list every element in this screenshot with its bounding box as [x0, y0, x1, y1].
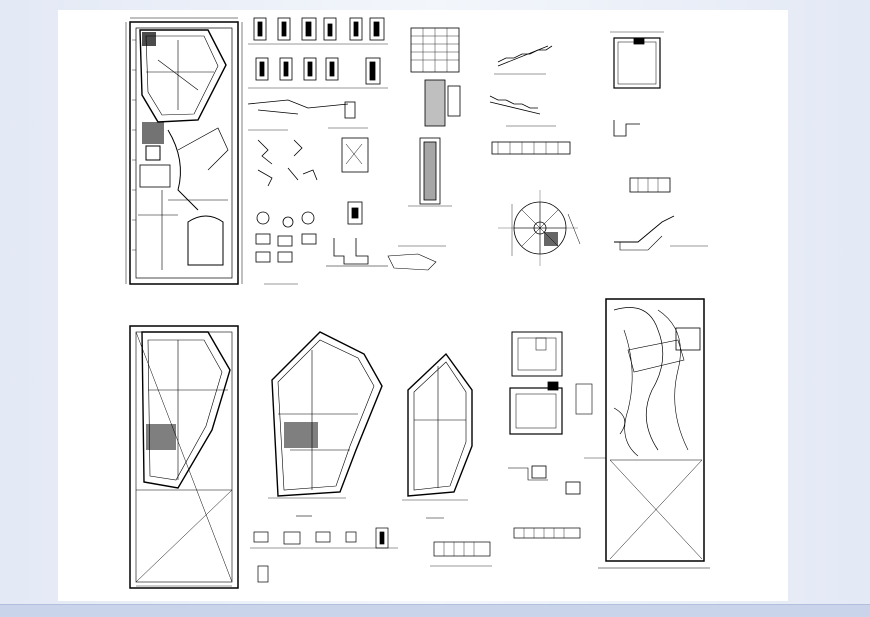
site-plan — [584, 298, 710, 569]
first-floor-plan — [129, 325, 239, 589]
cad-drawing — [125, 17, 710, 589]
tank-plans — [508, 331, 593, 495]
stair-sections — [489, 45, 571, 155]
cad-drawing-sheet — [58, 10, 788, 601]
column-elevation — [408, 137, 452, 207]
footing-details — [248, 17, 461, 127]
room-detail — [610, 31, 708, 251]
third-floor-plan — [402, 352, 473, 519]
beam-details — [247, 99, 446, 285]
ground-floor-plan — [125, 17, 243, 285]
viewer-bottom-bar — [0, 604, 870, 617]
bottom-details — [250, 527, 581, 583]
second-floor-plan — [268, 331, 383, 517]
spiral-stair-plan — [498, 190, 581, 266]
